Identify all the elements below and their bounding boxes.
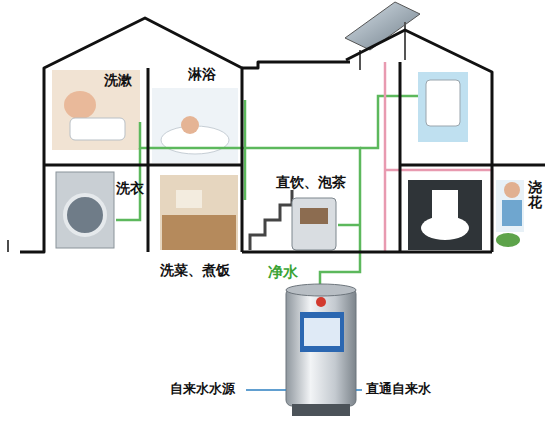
room-label: 净水 (268, 264, 298, 281)
purifier-tank (286, 284, 356, 416)
room-label: 直饮、泡茶 (276, 174, 346, 190)
room-label: 洗漱 (104, 72, 132, 88)
room-label: 自来水水源 (170, 382, 235, 397)
room-label: 洗衣 (116, 180, 144, 196)
room-label: 淋浴 (188, 66, 216, 82)
house-outline (8, 18, 545, 252)
room-label: 浇花 (528, 180, 542, 211)
leader-lines (246, 389, 362, 391)
room-pictures (52, 2, 524, 250)
room-label: 直通自来水 (366, 382, 431, 397)
water-pipes (116, 62, 492, 285)
room-label: 洗菜、煮饭 (160, 262, 230, 278)
